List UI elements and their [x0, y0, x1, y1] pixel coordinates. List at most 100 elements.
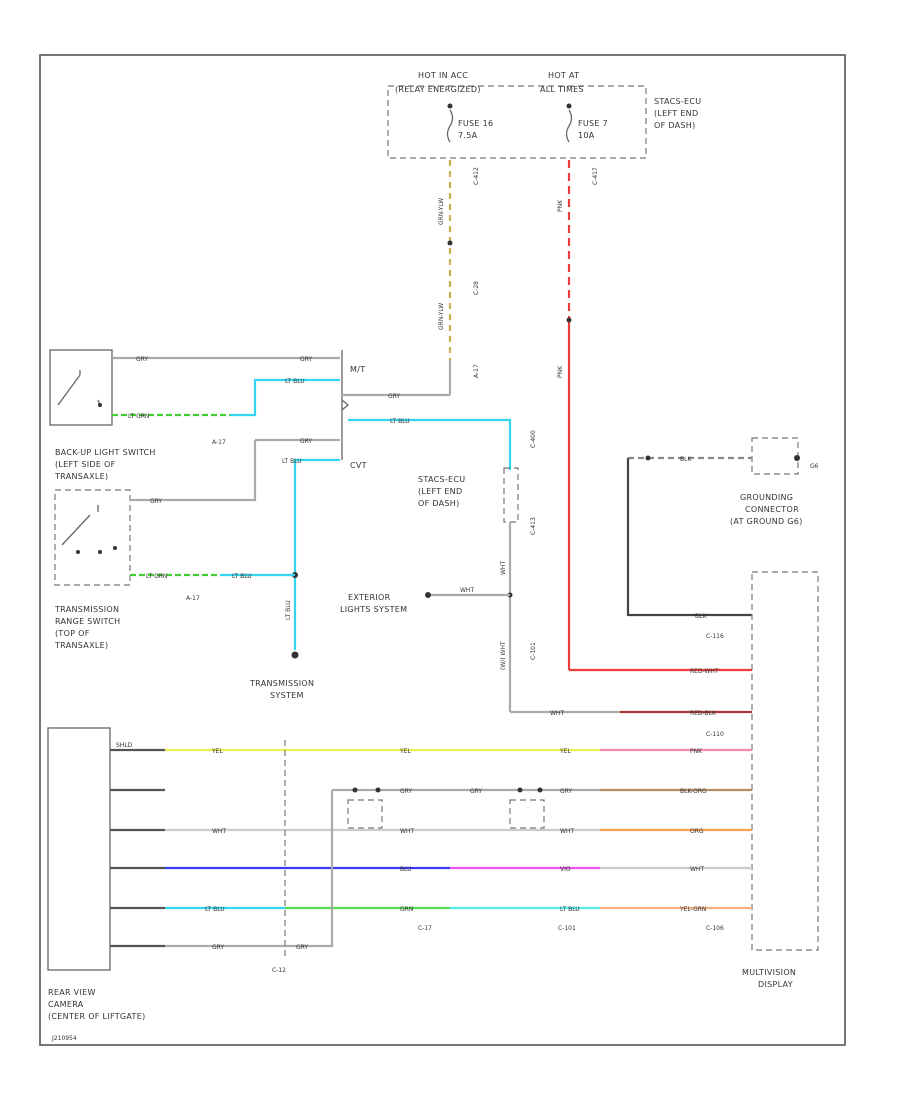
- grounding-label-1: GROUNDING: [740, 493, 793, 502]
- ground-node: [794, 455, 800, 461]
- ground-wire-node: [645, 455, 651, 461]
- stacs-top-label-1: STACS-ECU: [654, 97, 701, 106]
- multivision-display-box: [751, 571, 819, 951]
- wire-label-blu: BLU: [400, 866, 412, 873]
- camera-label-3: (CENTER OF LIFTGATE): [48, 1012, 146, 1021]
- footer-code: J210954: [51, 1035, 77, 1042]
- wire-label-lt-blu-c: LT BLU: [205, 906, 225, 913]
- backup-switch-pin: [98, 403, 102, 407]
- mt-label: M/T: [350, 365, 365, 374]
- transmission-system-label-1: TRANSMISSION: [249, 679, 314, 688]
- camera-label-2: CAMERA: [48, 1000, 84, 1009]
- fuse7-label-1: FUSE 7: [578, 119, 608, 128]
- wire-gry-range: [130, 440, 257, 502]
- camera-label-1: REAR VIEW: [48, 988, 96, 997]
- range-switch-box: [54, 489, 131, 586]
- c28-node: [447, 240, 453, 246]
- wire-label-gry-2: GRY: [300, 356, 312, 363]
- wire-label-red-wht: RED-WHT: [690, 668, 719, 675]
- wire-cam-6-gry: [165, 790, 334, 948]
- connector-c412: C-412: [473, 167, 480, 185]
- exterior-lights-label-2: LIGHTS SYSTEM: [340, 605, 407, 614]
- wire-label-lt-grn: LT GRN: [128, 413, 149, 420]
- wire-blk-display: [626, 458, 752, 617]
- fuse7-label-2: 10A: [578, 131, 595, 140]
- stacs-top-label-2: (LEFT END: [654, 109, 698, 118]
- hot-at-label-1: HOT AT: [548, 71, 579, 80]
- wire-lt-blu-cvt: [348, 418, 512, 470]
- wire-label-yel-1: YEL: [211, 748, 223, 755]
- wire-label-wht-4: WHT: [690, 866, 704, 873]
- wire-label-lt-blu-3: LT BLU: [282, 458, 302, 465]
- backup-switch-contact: [57, 370, 101, 406]
- camera-shield-label: SHLD: [116, 742, 133, 749]
- fuse7-node: [566, 103, 572, 109]
- wire-label-blk-org: BLK-ORG: [680, 788, 707, 795]
- ground-id: G6: [810, 463, 819, 470]
- grounding-label-2: CONNECTOR: [745, 505, 799, 514]
- exterior-lights-label-1: EXTERIOR: [348, 593, 391, 602]
- backup-switch-label-1: BACK-UP LIGHT SWITCH: [55, 448, 156, 457]
- wire-label-yel-3: YEL: [559, 748, 571, 755]
- shield-box-1: [347, 799, 383, 829]
- wire-label-yel-grn: YEL-GRN: [679, 906, 706, 913]
- wire-lt-blu-range: [293, 458, 340, 650]
- hot-relay-label-2: (RELAY ENERGIZED): [395, 85, 481, 94]
- backup-switch-label-2: (LEFT SIDE OF: [55, 460, 116, 469]
- range-switch-pin-2: [98, 550, 102, 554]
- wire-label-lt-blu-5: LT BLU: [232, 573, 252, 580]
- grounding-label-3: (AT GROUND G6): [730, 517, 803, 526]
- transmission-system-node: [291, 651, 299, 659]
- wire-label-pnk-2: PNK: [557, 365, 564, 378]
- pnk-node: [566, 317, 572, 323]
- connector-c417: C-417: [592, 167, 599, 185]
- stacs-mid-label-2: (LEFT END: [418, 487, 462, 496]
- splice-2: [375, 787, 381, 793]
- wire-label-wht-c3: WHT: [560, 828, 574, 835]
- connector-a17-b: A-17: [212, 439, 226, 446]
- wire-label-wht-2: WHT: [550, 710, 564, 717]
- connector-c101b: C-101: [558, 925, 576, 932]
- connector-c17: C-17: [418, 925, 432, 932]
- shield-box-2: [509, 799, 545, 829]
- multivision-label-1: MULTIVISION: [742, 968, 796, 977]
- fuse16-symbol: [446, 109, 454, 143]
- connector-c106: C-106: [706, 925, 724, 932]
- stacs-mid-label-1: STACS-ECU: [418, 475, 465, 484]
- wire-label-gry-3: GRY: [388, 393, 400, 400]
- splice-1: [352, 787, 358, 793]
- fuse16-label-2: 7.5A: [458, 131, 478, 140]
- connector-c28: C-28: [473, 281, 480, 295]
- connector-c12: C-12: [272, 967, 286, 974]
- wire-label-blk: BLK: [680, 456, 692, 463]
- transmission-system-label-2: SYSTEM: [270, 691, 304, 700]
- wire-label-lt-blu-c2: LT BLU: [560, 906, 580, 913]
- stacs-mid-box: [503, 467, 519, 523]
- wire-label-wht-c2: WHT: [400, 828, 414, 835]
- wire-label-vio: VIO: [560, 866, 571, 873]
- wire-label-gry-b1: GRY: [212, 944, 224, 951]
- wire-label-gry-4: GRY: [300, 438, 312, 445]
- hot-relay-label-1: HOT IN ACC: [418, 71, 468, 80]
- splice-4: [537, 787, 543, 793]
- range-switch-label-1: TRANSMISSION: [54, 605, 119, 614]
- grounding-box: [751, 437, 799, 475]
- wire-label-yel-wht: (W/) WHT: [500, 641, 507, 670]
- range-switch-pin-1: [76, 550, 80, 554]
- range-switch-contact: [61, 505, 99, 546]
- stacs-top-label-3: OF DASH): [654, 121, 696, 130]
- range-switch-label-2: RANGE SWITCH: [55, 617, 120, 626]
- wire-label-gry-1: GRY: [136, 356, 148, 363]
- hot-at-label-2: ALL TIMES: [540, 85, 584, 94]
- wire-label-red-blk: RED-BLK: [690, 710, 717, 717]
- wire-label-blk-2: BLK: [695, 613, 707, 620]
- wire-label-wht-v: WHT: [500, 561, 507, 575]
- fuse16-label-1: FUSE 16: [458, 119, 493, 128]
- connector-c116: C-116: [706, 633, 724, 640]
- connector-a17-c: A-17: [186, 595, 200, 602]
- fuse16-node: [447, 103, 453, 109]
- connector-a17: A-17: [473, 364, 480, 378]
- connector-c413: C-413: [530, 517, 537, 535]
- range-switch-label-3: (TOP OF: [55, 629, 90, 638]
